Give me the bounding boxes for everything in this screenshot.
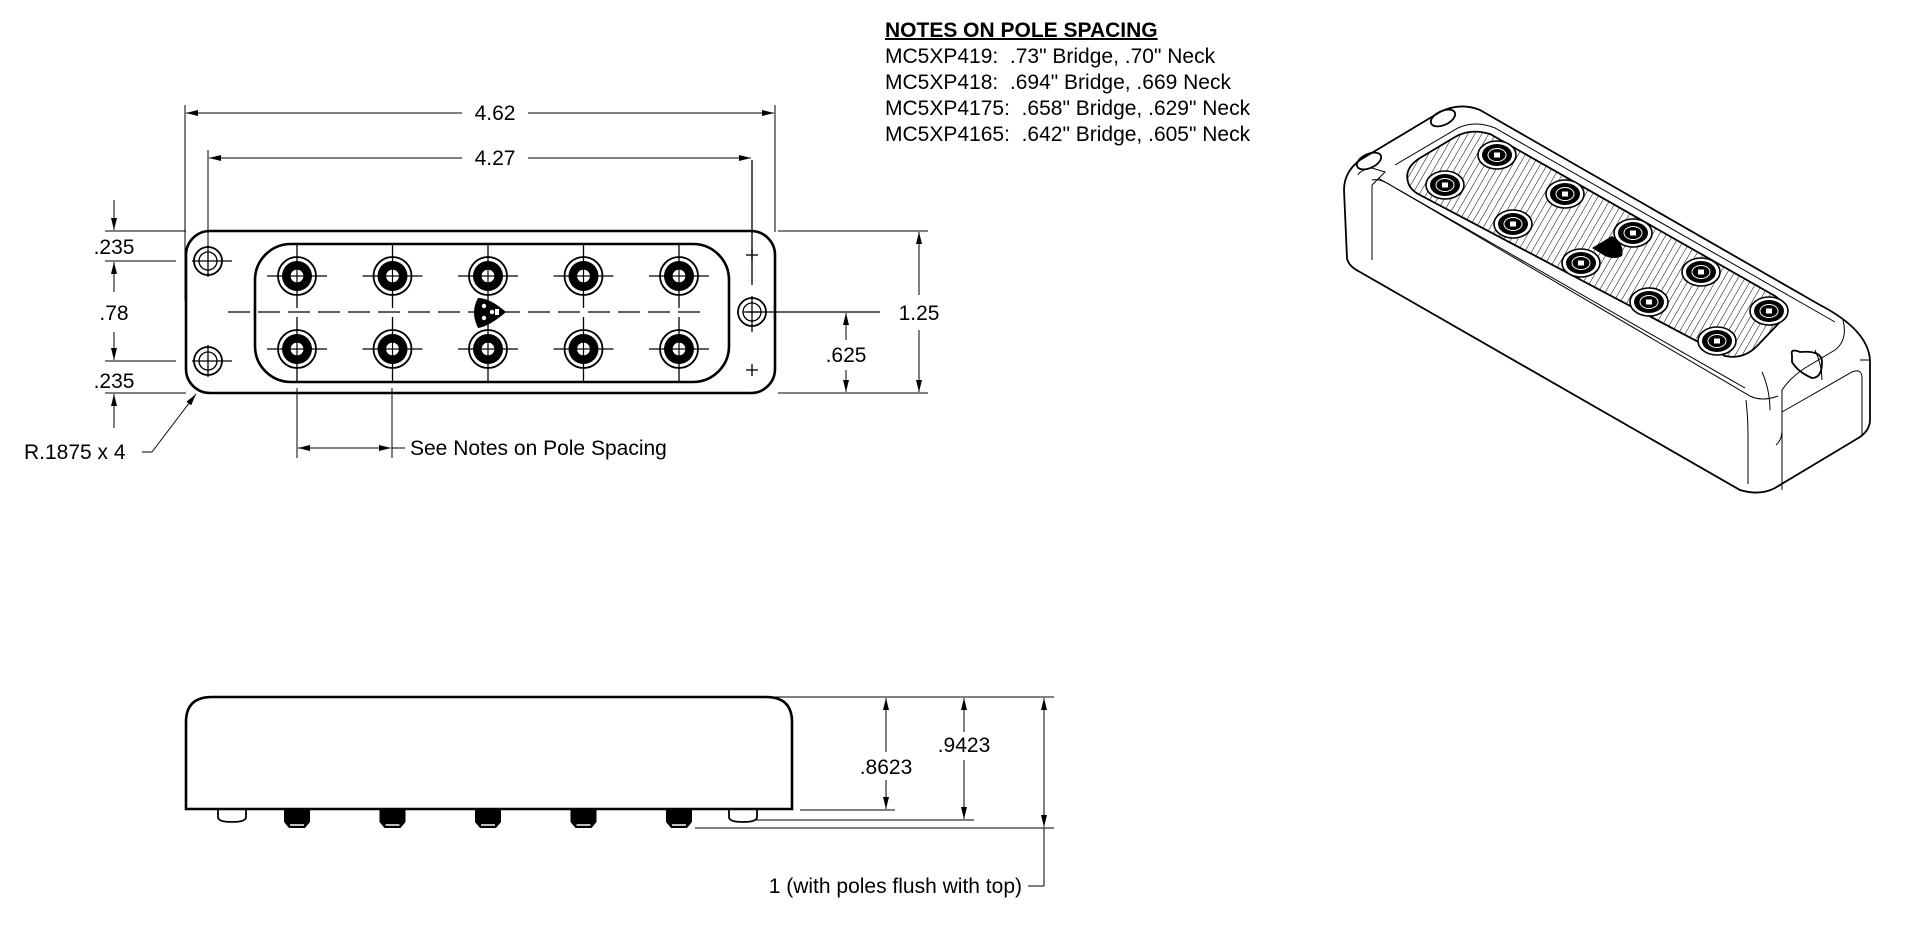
side-view: .8623 .9423 1 (with poles flush with top…: [184, 695, 1054, 898]
dim-pole-spacing-label: See Notes on Pole Spacing: [410, 437, 667, 460]
mounting-hole-left-top: [192, 245, 232, 277]
iso-pole-piece: [1681, 257, 1721, 287]
iso-right-end: [1745, 319, 1870, 490]
side-pole-screws: [284, 810, 692, 828]
dim-mount-spacing: 4.27: [207, 147, 751, 245]
pole-spacing-notes: NOTES ON POLE SPACING MC5XP419: .73" Bri…: [885, 18, 1250, 148]
dim-left-vertical: .235 .78 .235: [94, 200, 186, 428]
iso-right-end-lower: [1781, 370, 1863, 435]
iso-pole-piece: [1545, 179, 1585, 209]
dim-corner-radius-label: R.1875 x 4: [24, 441, 126, 464]
pole-piece: [553, 317, 614, 381]
pole-piece: [458, 317, 518, 381]
iso-mount-hole-left-2: [1355, 151, 1383, 171]
dim-corner-radius: R.1875 x 4: [24, 393, 197, 464]
crosshair-marks: [746, 249, 758, 376]
pole-piece: [362, 244, 423, 308]
dim-mount-vertical-label: .78: [99, 302, 128, 325]
iso-front-top-edge-2: [1377, 177, 1746, 389]
notes-row: MC5XP419: .73" Bridge, .70" Neck: [885, 45, 1216, 68]
dim-half-width-label: .625: [826, 344, 867, 367]
side-pole-screw: [379, 810, 406, 828]
isometric-view: [1343, 105, 1871, 494]
pole-plate-outline: [253, 242, 731, 384]
dim-total-height-label: 1 (with poles flush with top): [769, 875, 1022, 898]
foot-left: [217, 810, 247, 823]
side-body-outline: [184, 695, 794, 811]
iso-top-fillet: [1357, 167, 1386, 260]
dim-overall-length: 4.62: [184, 102, 776, 300]
dim-right-vertical: 1.25 .625: [778, 230, 940, 394]
dim-overall-width-label: 1.25: [899, 302, 940, 325]
pole-piece: [553, 244, 614, 308]
notes-row: MC5XP418: .694" Bridge, .669 Neck: [885, 71, 1231, 94]
side-pole-screw: [284, 810, 310, 828]
notes-row: MC5XP4165: .642" Bridge, .605" Neck: [885, 123, 1251, 146]
mounting-hole-right: [737, 160, 767, 332]
side-pole-screw: [666, 810, 692, 828]
dim-overall-length-label: 4.62: [475, 102, 516, 125]
dim-edge-top-label: .235: [94, 236, 135, 259]
iso-pole-piece: [1613, 218, 1653, 248]
side-pole-screw: [570, 810, 597, 828]
notes-row: MC5XP4175: .658" Bridge, .629" Neck: [885, 97, 1251, 120]
iso-mount-hole-left-1: [1429, 108, 1457, 128]
dim-height-with-feet-label: .9423: [938, 734, 991, 757]
iso-pole-piece: [1749, 296, 1789, 326]
iso-pole-pieces: [1425, 140, 1789, 356]
pole-piece: [267, 244, 327, 308]
foot-right: [728, 810, 758, 823]
iso-pole-piece: [1493, 209, 1533, 239]
iso-mount-hole-right: [1790, 349, 1823, 379]
pole-piece: [649, 244, 709, 308]
dim-side-heights: .8623 .9423 1 (with poles flush with top…: [695, 696, 1054, 898]
iso-pole-piece: [1561, 248, 1601, 278]
mounting-hole-left-bottom: [192, 345, 232, 377]
notes-title: NOTES ON POLE SPACING: [885, 19, 1158, 42]
iso-pole-piece: [1425, 170, 1465, 200]
iso-pole-piece: [1629, 287, 1669, 317]
side-pole-screw: [475, 810, 501, 828]
dim-pole-spacing: See Notes on Pole Spacing: [296, 388, 667, 460]
iso-polarity-symbol-icon: [1592, 236, 1623, 258]
pole-piece: [458, 244, 518, 308]
pole-piece: [362, 317, 423, 381]
pole-pieces: [267, 244, 709, 381]
iso-front-top-edge: [1371, 179, 1779, 400]
iso-pole-piece: [1697, 326, 1737, 356]
polarity-symbol-icon: [474, 298, 506, 328]
top-view: 4.62 4.27 .235 .78 .235: [24, 102, 939, 464]
pole-piece: [649, 317, 709, 381]
dim-mount-spacing-label: 4.27: [475, 147, 516, 170]
iso-pole-piece: [1477, 140, 1517, 170]
iso-top-back-edge: [1394, 123, 1836, 323]
dim-edge-bottom-label: .235: [94, 370, 135, 393]
pole-piece: [267, 317, 327, 381]
dim-body-height-label: .8623: [860, 756, 913, 779]
